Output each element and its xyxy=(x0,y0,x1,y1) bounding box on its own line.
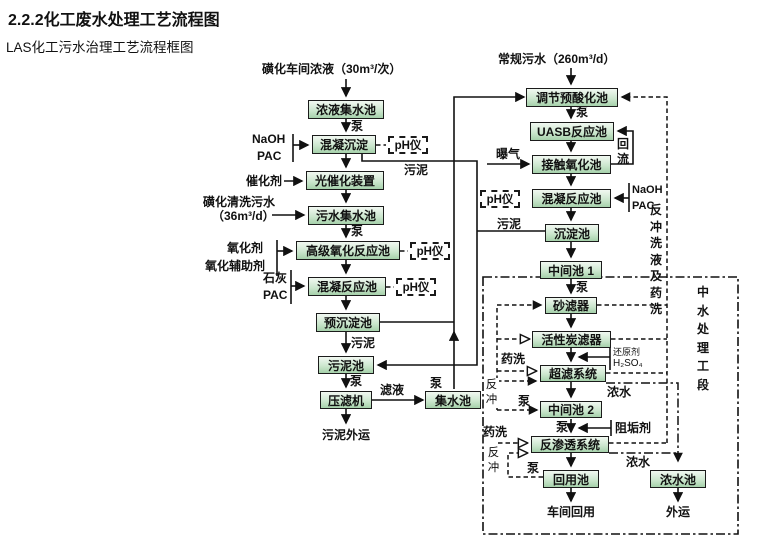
node-sedimentation: 沉淀池 xyxy=(545,224,599,242)
page-title: 2.2.2化工废水处理工艺流程图 xyxy=(8,12,220,29)
label-pump-6: 泵 xyxy=(576,280,589,294)
label-aeration: 曝气 xyxy=(496,147,521,161)
label-naoh-right: NaOH xyxy=(632,184,663,196)
label-pac-lime: PAC xyxy=(263,288,288,302)
label-oxidant: 氧化剂 xyxy=(227,241,264,255)
node-ro-system: 反渗透系统 xyxy=(531,436,609,453)
node-uasb: UASB反应池 xyxy=(530,122,614,141)
node-sand-filter: 砂滤器 xyxy=(545,297,597,314)
label-conc-water-2: 浓水 xyxy=(626,455,651,469)
node-contact-oxidation: 接触氧化池 xyxy=(532,155,611,174)
label-filtrate: 滤液 xyxy=(380,383,405,397)
ph-meter-box-4: pH仪 xyxy=(480,190,520,208)
node-conc-pool: 浓水池 xyxy=(650,470,706,488)
node-mid-pool-1: 中间池 1 xyxy=(540,261,602,279)
node-regulating-preacid: 调节预酸化池 xyxy=(526,88,618,107)
label-naoh-left: NaOH xyxy=(252,132,286,146)
node-sludge-pool: 污泥池 xyxy=(318,356,374,374)
node-concentrate-sump: 浓液集水池 xyxy=(308,100,384,119)
label-reductant: 还原剂 xyxy=(613,347,641,357)
node-filter-press: 压滤机 xyxy=(320,391,372,409)
node-collect-pool: 集水池 xyxy=(425,391,481,409)
ph-meter-box-1: pH仪 xyxy=(388,136,428,154)
label-workshop-reuse: 车间回用 xyxy=(547,505,596,519)
label-sludge-2: 污泥 xyxy=(497,217,522,231)
node-carbon-filter: 活性炭滤器 xyxy=(532,331,611,348)
node-adv-oxidation: 高级氧化反应池 xyxy=(296,241,400,260)
label-pump-9: 泵 xyxy=(527,461,540,475)
label-reuse-section: 中水处理工段 xyxy=(696,285,709,392)
node-mid-pool-2: 中间池 2 xyxy=(540,401,602,418)
label-sulfonation-concentrate: 磺化车间浓液（30m³/次） xyxy=(262,62,402,76)
label-sulfonation-wash-1: 磺化清洗污水 xyxy=(203,195,276,209)
label-pump-4: 泵 xyxy=(430,376,443,390)
label-pump-7: 泵 xyxy=(518,394,531,408)
page-subtitle: LAS化工污水治理工艺流程框图 xyxy=(6,40,194,55)
reuse-section-box xyxy=(482,276,739,535)
label-backwash-2: 反冲 xyxy=(486,446,501,476)
label-backwash-return: 反冲洗液及药洗 xyxy=(649,203,662,316)
node-reuse-pool: 回用池 xyxy=(543,470,599,488)
label-pump-5: 泵 xyxy=(576,105,589,119)
label-regular-sewage: 常规污水（260m³/d） xyxy=(498,52,616,66)
label-outbound: 外运 xyxy=(666,505,691,519)
ph-meter-box-3: pH仪 xyxy=(396,278,436,296)
label-conc-water-1: 浓水 xyxy=(607,385,632,399)
node-coag-reaction-left: 混凝反应池 xyxy=(308,277,386,296)
label-pump-8: 泵 xyxy=(556,420,569,434)
label-pump-3: 泵 xyxy=(350,374,363,388)
label-pac-right: PAC xyxy=(632,200,655,212)
node-sewage-sump: 污水集水池 xyxy=(308,206,384,225)
label-pac-left: PAC xyxy=(257,149,282,163)
label-pump-1: 泵 xyxy=(351,119,364,133)
ph-meter-box-2: pH仪 xyxy=(410,242,450,260)
label-backwash-1: 反冲 xyxy=(484,378,499,408)
label-sludge-1: 污泥 xyxy=(404,163,429,177)
label-catalyst: 催化剂 xyxy=(246,174,283,188)
solid-lines xyxy=(272,68,684,503)
node-coag-reaction-right: 混凝反应池 xyxy=(532,189,611,208)
label-sludge-out: 污泥外运 xyxy=(322,428,371,442)
node-pre-sedimentation: 预沉淀池 xyxy=(316,313,380,332)
label-chem-wash-1: 药洗 xyxy=(501,352,526,366)
label-lime: 石灰 xyxy=(263,271,288,285)
node-uf-system: 超滤系统 xyxy=(540,365,606,382)
concentrate-lines xyxy=(606,382,683,463)
label-pump-2: 泵 xyxy=(351,224,364,238)
node-photocatalytic-unit: 光催化装置 xyxy=(306,171,384,190)
label-reflux: 回流 xyxy=(616,137,629,166)
label-sludge-3: 污泥 xyxy=(351,336,376,350)
label-antiscalant: 阻垢剂 xyxy=(615,421,652,435)
label-chem-wash-2: 药洗 xyxy=(483,425,508,439)
label-sulfonation-wash-2: （36m³/d） xyxy=(212,209,275,223)
dashed-lines xyxy=(376,92,668,478)
label-h2so4: H₂SO₄ xyxy=(613,358,643,369)
label-oxidant-aid: 氧化辅助剂 xyxy=(205,259,266,273)
node-coag-sedimentation: 混凝沉淀 xyxy=(312,135,376,154)
